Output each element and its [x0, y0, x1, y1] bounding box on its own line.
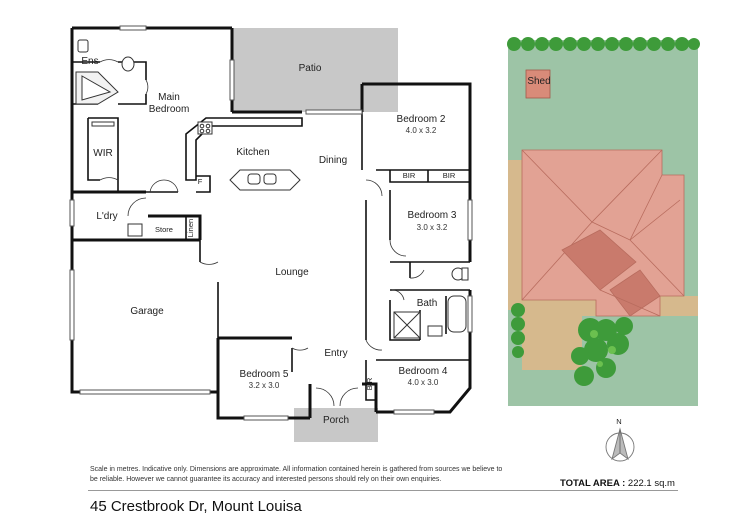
- windows: [69, 25, 473, 421]
- entry-label: Entry: [324, 348, 347, 359]
- house-roof: [521, 149, 685, 317]
- left-shrubs: [511, 303, 525, 358]
- shed-label: Shed: [527, 76, 550, 87]
- bir-label-2: BIR: [443, 171, 456, 180]
- wir-label: WIR: [93, 148, 112, 159]
- disclaimer-text: Scale in metres. Indicative only. Dimens…: [90, 466, 503, 483]
- bedroom3-label: Bedroom 3: [408, 210, 457, 221]
- lounge-label: Lounge: [275, 267, 309, 278]
- porch-area: [294, 408, 378, 442]
- ensuite-label: Ens: [81, 56, 98, 67]
- north-arrow-icon: [605, 427, 635, 462]
- total-area-label: TOTAL AREA :: [560, 478, 626, 489]
- site-plan: Shed: [507, 37, 700, 406]
- dining-label: Dining: [319, 155, 347, 166]
- store-label: Store: [155, 225, 173, 234]
- bath-label: Bath: [417, 298, 438, 309]
- bedroom5-label: Bedroom 5: [240, 369, 289, 380]
- top-hedge: [507, 37, 700, 51]
- bedroom5-dimensions: 3.2 x 3.0: [249, 381, 280, 390]
- laundry-label: L'dry: [96, 211, 117, 222]
- shed: [525, 69, 551, 99]
- divider-line: [88, 490, 678, 491]
- door-swings: [99, 59, 425, 407]
- kitchen-label: Kitchen: [236, 147, 269, 158]
- garage-label: Garage: [130, 306, 164, 317]
- porch-label: Porch: [323, 415, 349, 426]
- total-area: TOTAL AREA : 222.1 sq.m: [560, 478, 675, 489]
- bir-label-1: BIR: [403, 171, 416, 180]
- bedroom2-label: Bedroom 2: [397, 114, 446, 125]
- bedroom3-dimensions: 3.0 x 3.2: [417, 223, 448, 232]
- front-garden-highlights: [590, 330, 616, 367]
- bedroom2-dimensions: 4.0 x 3.2: [406, 126, 437, 135]
- bedroom4-dimensions: 4.0 x 3.0: [408, 378, 439, 387]
- main-bedroom-label: Main: [158, 92, 180, 103]
- linen-label: Linen: [186, 219, 195, 237]
- side-path-left: [508, 160, 522, 310]
- fridge-label: F: [198, 177, 203, 186]
- north-label: N: [616, 417, 621, 426]
- patio-label: Patio: [299, 63, 322, 74]
- fixtures: [75, 39, 469, 339]
- total-area-value: 222.1 sq.m: [627, 478, 675, 489]
- main-bedroom-label-2: Bedroom: [149, 104, 190, 115]
- bedroom4-label: Bedroom 4: [399, 366, 448, 377]
- property-address: 45 Crestbrook Dr, Mount Louisa: [90, 498, 302, 515]
- patio-area: [232, 28, 398, 112]
- bir-label-3: BIR: [365, 377, 374, 390]
